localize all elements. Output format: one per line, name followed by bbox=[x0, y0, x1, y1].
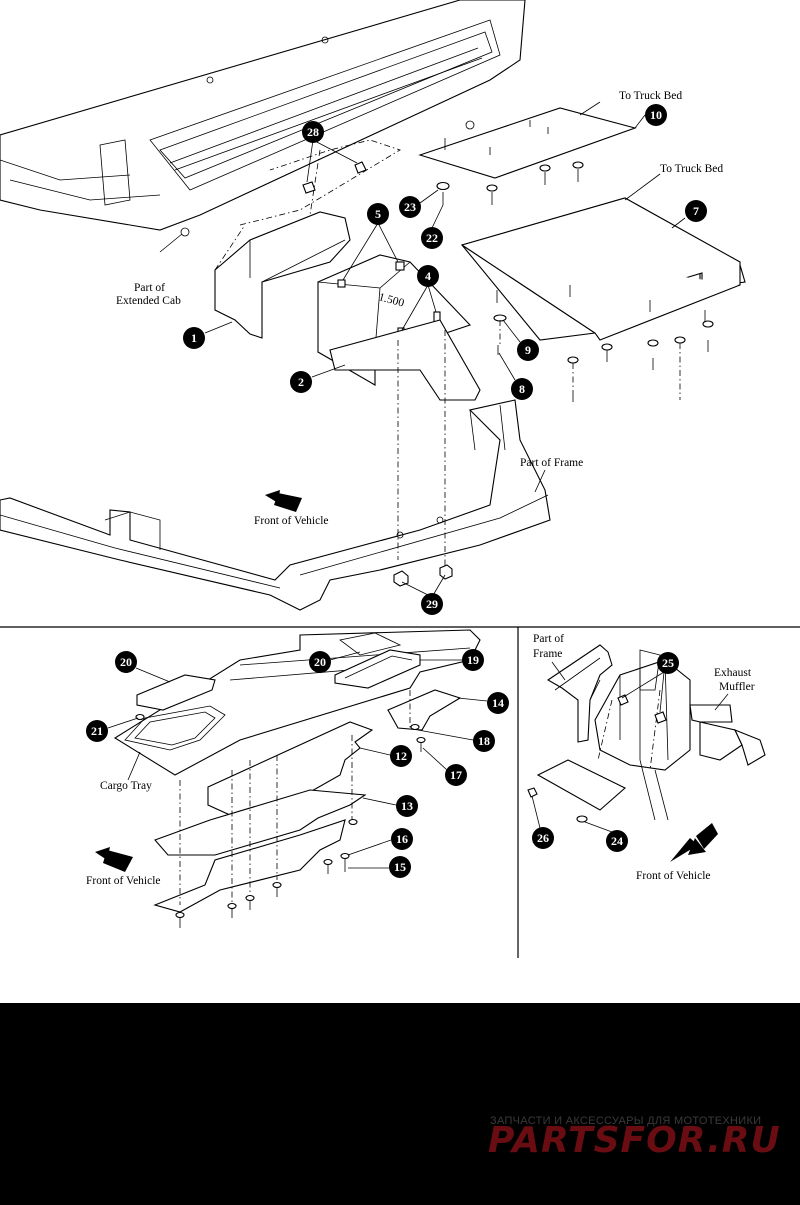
hardware-22-23 bbox=[436, 181, 450, 205]
callout-1: 1 bbox=[183, 321, 233, 349]
frame-br bbox=[546, 644, 613, 743]
svg-text:12: 12 bbox=[395, 749, 407, 763]
callout-18: 18 bbox=[417, 729, 495, 752]
svg-text:13: 13 bbox=[401, 799, 413, 813]
svg-text:29: 29 bbox=[426, 597, 438, 611]
callout-19: 19 bbox=[420, 649, 484, 671]
label-exhaust-muffler-2: Muffler bbox=[719, 681, 755, 693]
callout-4: 4 bbox=[401, 265, 439, 331]
callout-29: 29 bbox=[401, 574, 446, 615]
svg-text:21: 21 bbox=[91, 724, 103, 738]
bottom-left-dashes bbox=[179, 690, 411, 910]
arrow-front-top bbox=[265, 490, 302, 512]
truck-bed-panel-7 bbox=[460, 197, 746, 341]
cover-plate-20-left bbox=[136, 674, 216, 711]
callout-23: 23 bbox=[399, 189, 439, 218]
svg-text:15: 15 bbox=[394, 860, 406, 874]
svg-text:14: 14 bbox=[492, 696, 504, 710]
label-to-truck-bed-1: To Truck Bed bbox=[619, 90, 682, 102]
washer-icon bbox=[486, 161, 584, 205]
callout-21: 21 bbox=[86, 717, 139, 742]
label-part-of-extended-cab-2: Extended Cab bbox=[116, 295, 181, 307]
svg-text:24: 24 bbox=[611, 834, 623, 848]
svg-text:4: 4 bbox=[425, 269, 431, 283]
callout-5: 5 bbox=[342, 203, 399, 281]
label-part-of-frame-br-2: Frame bbox=[533, 648, 562, 660]
nuts-29 bbox=[393, 564, 453, 587]
callout-7: 7 bbox=[685, 200, 707, 222]
callout-24: 24 bbox=[584, 821, 628, 852]
callout-8: 8 bbox=[498, 352, 533, 400]
svg-text:18: 18 bbox=[478, 734, 490, 748]
hardware-column-7 bbox=[493, 314, 714, 402]
cover-plate-19 bbox=[334, 649, 421, 689]
watermark-brand: PARTSFOR.RU bbox=[488, 1120, 781, 1161]
svg-text:8: 8 bbox=[519, 382, 525, 396]
dash-lines-top bbox=[214, 139, 446, 570]
callout-13: 13 bbox=[362, 795, 418, 817]
callout-25: 25 bbox=[621, 652, 679, 713]
truck-bed-panel-10 bbox=[418, 107, 646, 205]
callout-9: 9 bbox=[502, 319, 539, 361]
label-exhaust-muffler-1: Exhaust bbox=[714, 667, 752, 679]
label-front-of-vehicle-top: Front of Vehicle bbox=[254, 515, 329, 527]
callout-14: 14 bbox=[457, 692, 509, 714]
svg-text:23: 23 bbox=[404, 200, 416, 214]
callout-2: 2 bbox=[290, 364, 346, 393]
svg-text:25: 25 bbox=[662, 656, 674, 670]
svg-text:22: 22 bbox=[426, 231, 438, 245]
callout-12: 12 bbox=[359, 745, 412, 767]
label-to-truck-bed-2: To Truck Bed bbox=[660, 163, 723, 175]
frame-top bbox=[0, 399, 551, 611]
svg-text:26: 26 bbox=[537, 831, 549, 845]
svg-text:16: 16 bbox=[396, 832, 408, 846]
bottom-left-hardware bbox=[135, 713, 426, 928]
arrow-front-br bbox=[670, 823, 718, 862]
callout-26: 26 bbox=[531, 795, 554, 849]
screw-icon bbox=[444, 120, 549, 155]
callout-15: 15 bbox=[348, 856, 411, 878]
label-front-of-vehicle-bl: Front of Vehicle bbox=[86, 875, 161, 887]
callout-20-right: 20 bbox=[309, 651, 361, 673]
svg-text:10: 10 bbox=[650, 108, 662, 122]
svg-text:1: 1 bbox=[191, 331, 197, 345]
skid-plate-bottom bbox=[153, 819, 346, 913]
arrow-front-bl bbox=[95, 847, 133, 872]
svg-text:9: 9 bbox=[525, 343, 531, 357]
svg-text:2: 2 bbox=[298, 375, 304, 389]
callout-28: 28 bbox=[302, 121, 358, 183]
label-part-of-frame-br-1: Part of bbox=[533, 633, 564, 645]
callout-16: 16 bbox=[347, 828, 413, 856]
cross-member bbox=[329, 319, 481, 401]
extended-cab bbox=[0, 0, 526, 237]
shield-14 bbox=[387, 689, 462, 731]
callout-20-left: 20 bbox=[115, 651, 171, 683]
heat-shield-24 bbox=[536, 759, 626, 811]
callout-10: 10 bbox=[645, 104, 667, 126]
label-front-of-vehicle-br: Front of Vehicle bbox=[636, 870, 711, 882]
exhaust-muffler bbox=[594, 649, 766, 821]
watermark-tagline: ЗАПЧАСТИ И АКСЕССУАРЫ ДЛЯ МОТОТЕХНИКИ bbox=[490, 1115, 761, 1127]
heat-shield-1 bbox=[214, 211, 351, 339]
svg-text:28: 28 bbox=[307, 125, 319, 139]
svg-text:20: 20 bbox=[314, 655, 326, 669]
label-part-of-frame-top: Part of Frame bbox=[520, 457, 583, 469]
svg-text:17: 17 bbox=[450, 768, 462, 782]
svg-text:5: 5 bbox=[375, 207, 381, 221]
br-hardware bbox=[527, 689, 667, 823]
skid-plate-13 bbox=[154, 789, 367, 856]
svg-text:19: 19 bbox=[467, 653, 479, 667]
label-part-of-extended-cab-1: Part of bbox=[134, 282, 165, 294]
svg-text:20: 20 bbox=[120, 655, 132, 669]
label-cargo-tray: Cargo Tray bbox=[100, 780, 152, 792]
skid-plate-12 bbox=[207, 721, 374, 816]
svg-text:7: 7 bbox=[693, 204, 699, 218]
callout-17: 17 bbox=[422, 747, 467, 786]
bolts-28 bbox=[302, 161, 367, 194]
callout-22: 22 bbox=[421, 204, 444, 249]
